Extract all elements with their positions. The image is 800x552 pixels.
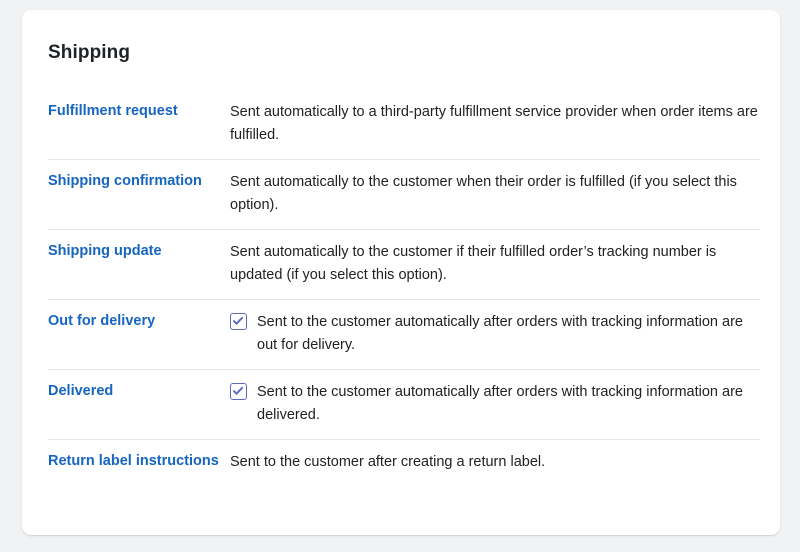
notification-row: Shipping confirmation Sent automatically …	[48, 159, 760, 229]
notification-row: Out for delivery Sent to the customer aut…	[48, 299, 760, 369]
notification-description-text: Sent automatically to the customer when …	[230, 174, 737, 213]
notification-link-out-for-delivery[interactable]: Out for delivery	[48, 313, 156, 329]
notification-description-text: Sent to the customer automatically after…	[257, 384, 743, 423]
check-icon	[232, 316, 244, 325]
notification-row: Fulfillment request Sent automatically to…	[48, 90, 760, 159]
notification-description-cell: Sent automatically to the customer when …	[230, 171, 760, 217]
page-title: Shipping	[48, 42, 131, 63]
notification-link-return-label-instructions[interactable]: Return label instructions	[48, 453, 219, 469]
notification-row: Return label instructions Sent to the cus…	[48, 439, 760, 487]
notification-description-cell: Sent to the customer automatically after…	[230, 311, 760, 357]
notification-description-cell: Sent to the customer automatically after…	[230, 381, 760, 427]
notification-link-shipping-confirmation[interactable]: Shipping confirmation	[48, 173, 202, 189]
notification-description-cell: Sent automatically to the customer if th…	[230, 241, 760, 287]
checkbox-delivered[interactable]	[230, 383, 247, 400]
notification-description-text: Sent automatically to the customer if th…	[230, 244, 717, 283]
check-icon	[232, 386, 244, 395]
notification-description-cell: Sent to the customer after creating a re…	[230, 451, 760, 474]
notification-row: Delivered Sent to the customer automatica…	[48, 369, 760, 439]
checkbox-out-for-delivery[interactable]	[230, 313, 247, 330]
notification-description-text: Sent to the customer after creating a re…	[230, 454, 546, 470]
notification-link-fulfillment-request[interactable]: Fulfillment request	[48, 103, 178, 119]
notification-row: Shipping update Sent automatically to the…	[48, 229, 760, 299]
notification-description-text: Sent to the customer automatically after…	[257, 314, 743, 353]
notification-link-delivered[interactable]: Delivered	[48, 383, 114, 399]
notification-description-text: Sent automatically to a third-party fulf…	[230, 104, 758, 143]
notification-description-cell: Sent automatically to a third-party fulf…	[230, 101, 760, 147]
notification-link-shipping-update[interactable]: Shipping update	[48, 243, 162, 259]
